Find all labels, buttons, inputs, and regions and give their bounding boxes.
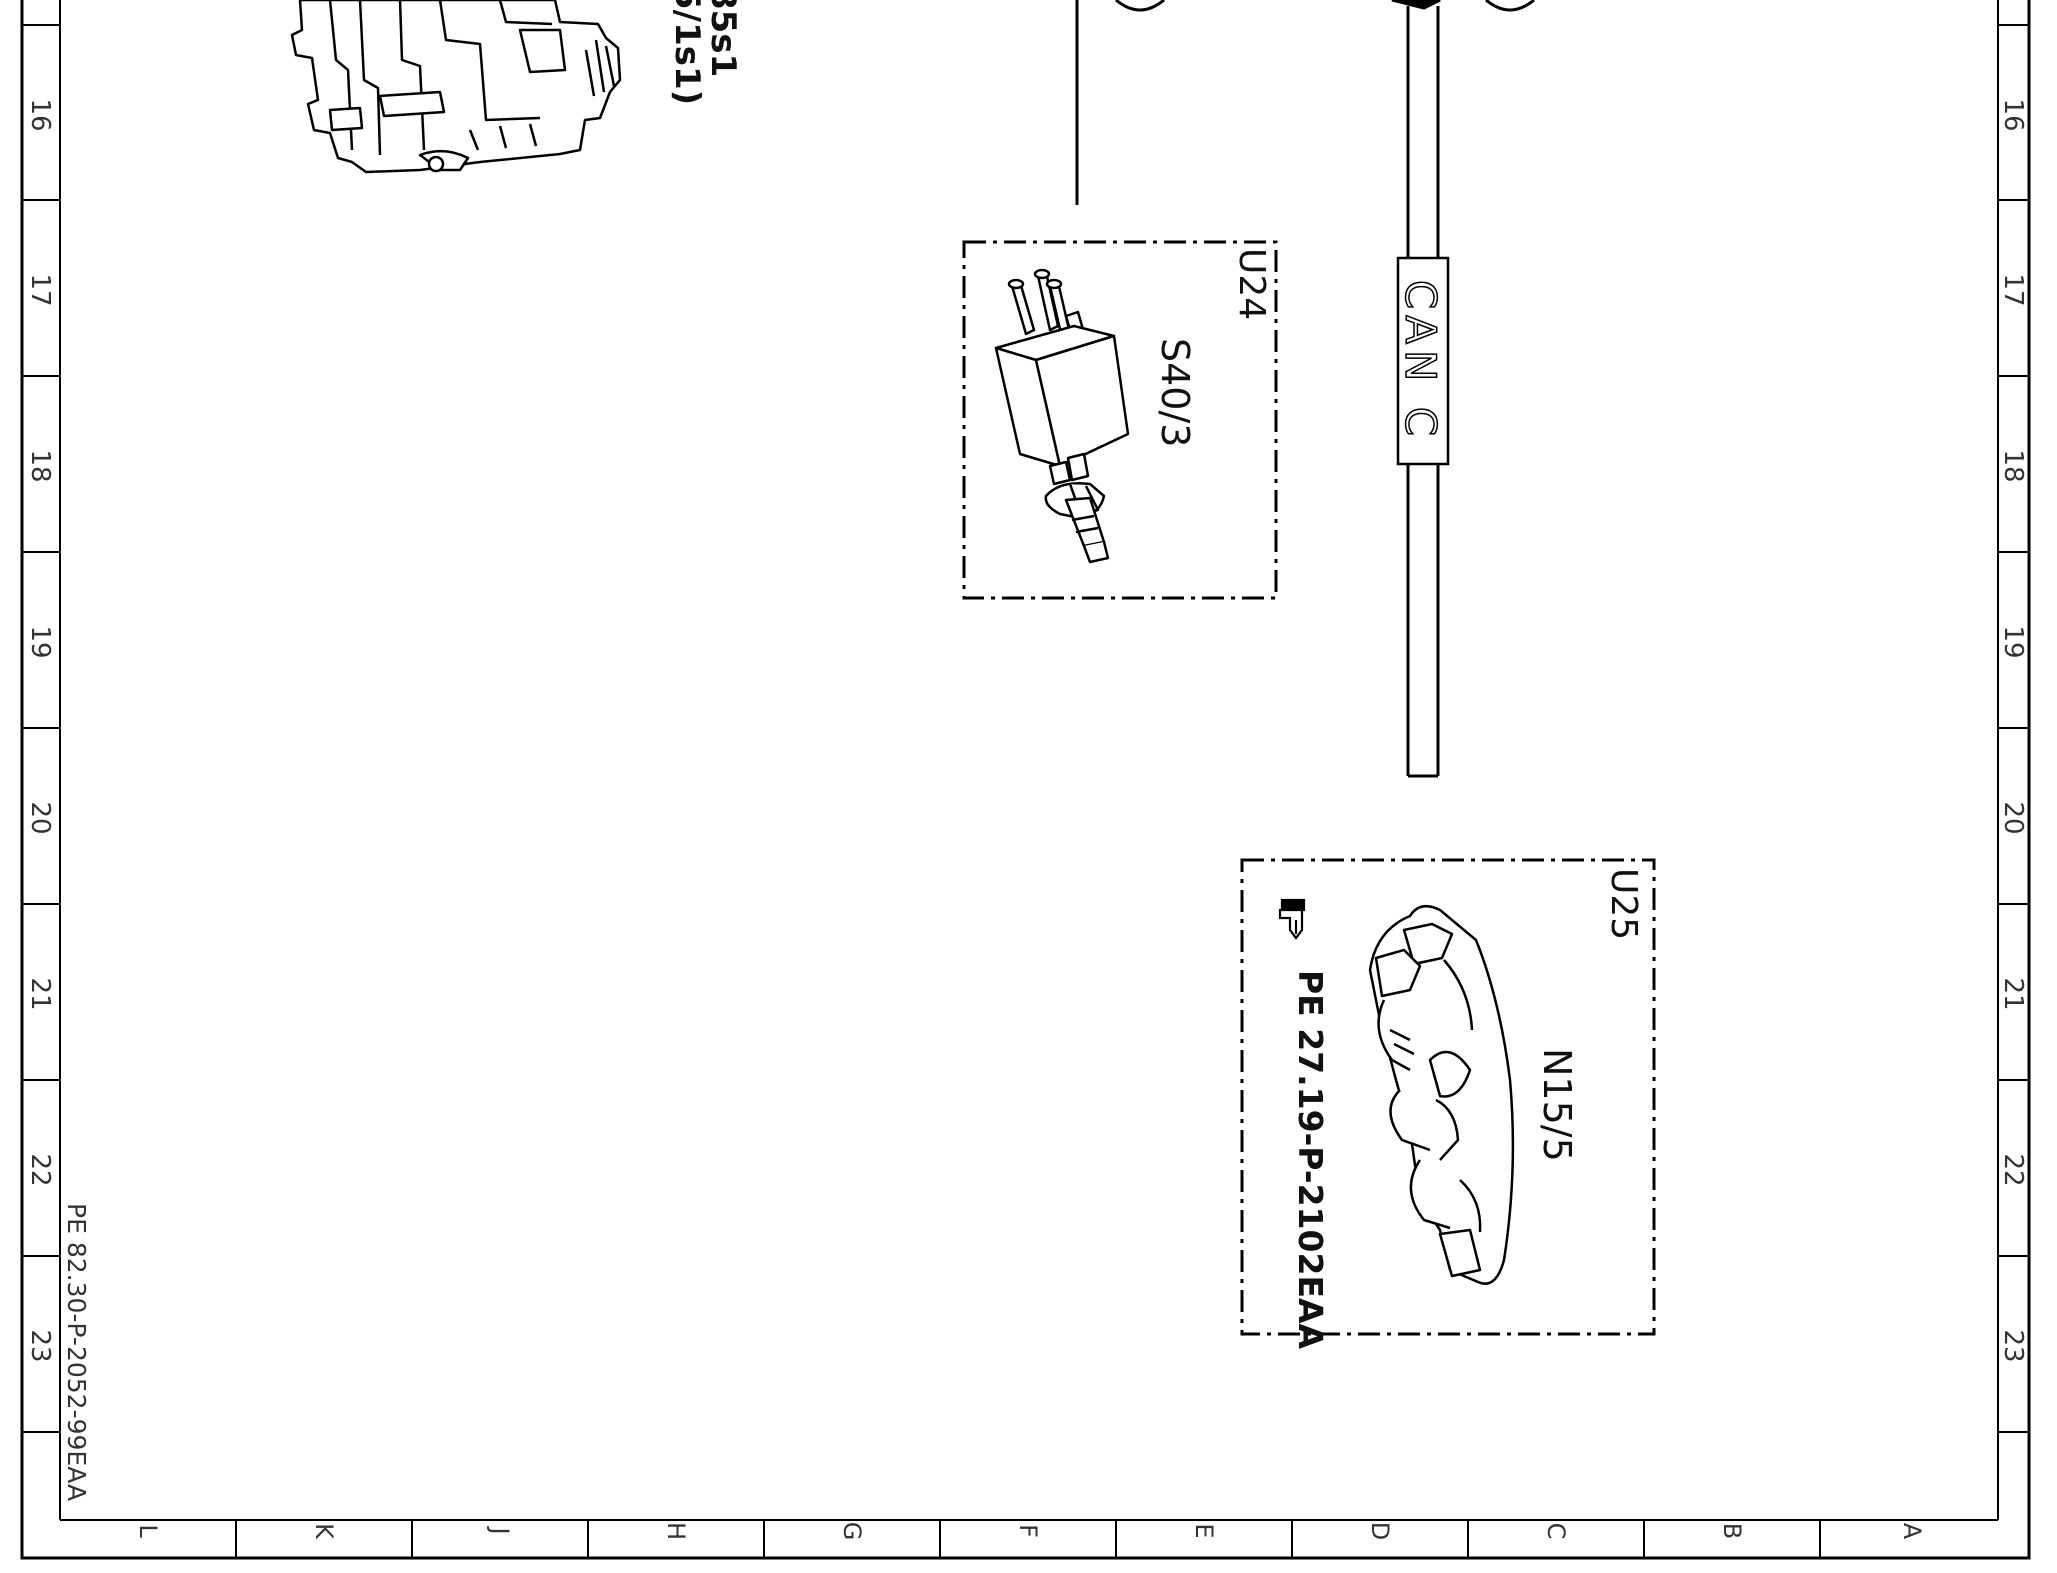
column-label: K: [310, 1523, 338, 1540]
row-label-right: 21: [1998, 977, 2028, 1010]
can-bus-label-box: CAN C: [1395, 256, 1450, 466]
row-labels-left: 16 17 18 19 20 21 22 23: [25, 98, 55, 1362]
row-label-right: 16: [1998, 98, 2028, 131]
column-labels: L K J H G F E D C B A: [134, 1522, 1926, 1541]
fragment-label-line2: 5/1s1): [667, 0, 707, 105]
component-box-s40-3: U24 S40/3: [962, 240, 1278, 600]
column-label: B: [1718, 1523, 1746, 1539]
column-label: D: [1366, 1522, 1394, 1540]
column-label: F: [1014, 1524, 1042, 1538]
drawing-number: PE 82.30-P-2052-99EAA: [62, 1203, 91, 1501]
column-label: C: [1542, 1523, 1570, 1540]
electronic-selector-module-icon: [1368, 904, 1515, 1285]
row-label-right: 18: [1998, 449, 2028, 482]
row-label-left: 21: [25, 977, 55, 1010]
row-label-left: 20: [25, 801, 55, 834]
sheet-frame: [20, 0, 2031, 1560]
column-ruler-ticks: [235, 1520, 1821, 1558]
column-label: L: [134, 1524, 162, 1538]
row-label-left: 22: [25, 1153, 55, 1186]
column-label: E: [1190, 1523, 1218, 1538]
row-label-left: 18: [25, 449, 55, 482]
brake-light-switch-icon: [994, 268, 1130, 564]
component-code-s40-3: S40/3: [1153, 338, 1197, 447]
reference-text: PE 27.19-P-2102EAA: [1291, 970, 1330, 1350]
control-unit-icon: [290, 0, 622, 174]
row-label-left: 17: [25, 273, 55, 306]
can-bus-label: CAN C: [1396, 280, 1445, 442]
row-label-right: 22: [1998, 1153, 2028, 1186]
row-label-right: 19: [1998, 625, 2028, 658]
row-labels-right: 16 17 18 19 20 21 22 23: [1998, 98, 2028, 1362]
row-label-right: 17: [1998, 273, 2028, 306]
row-label-right: 23: [1998, 1329, 2028, 1362]
pointing-hand-icon: [1278, 898, 1306, 940]
location-code-u24: U24: [1231, 248, 1272, 320]
column-label: G: [838, 1522, 866, 1541]
component-box-n15-5: U25 N15/5 PE 27.19-P-2102EAA: [1240, 858, 1656, 1350]
top-connector-fragments: [1115, 0, 1535, 12]
component-code-n15-5: N15/5: [1535, 1048, 1579, 1162]
column-label: H: [662, 1522, 690, 1540]
row-label-left: 19: [25, 625, 55, 658]
row-label-right: 20: [1998, 801, 2028, 834]
row-ruler-ticks: [22, 24, 2029, 1433]
column-label: J: [486, 1525, 514, 1534]
row-label-left: 16: [25, 98, 55, 131]
location-code-u25: U25: [1603, 868, 1644, 940]
row-label-left: 23: [25, 1329, 55, 1362]
column-label: A: [1898, 1523, 1926, 1540]
fragment-label-line1: 85s1: [703, 0, 743, 77]
